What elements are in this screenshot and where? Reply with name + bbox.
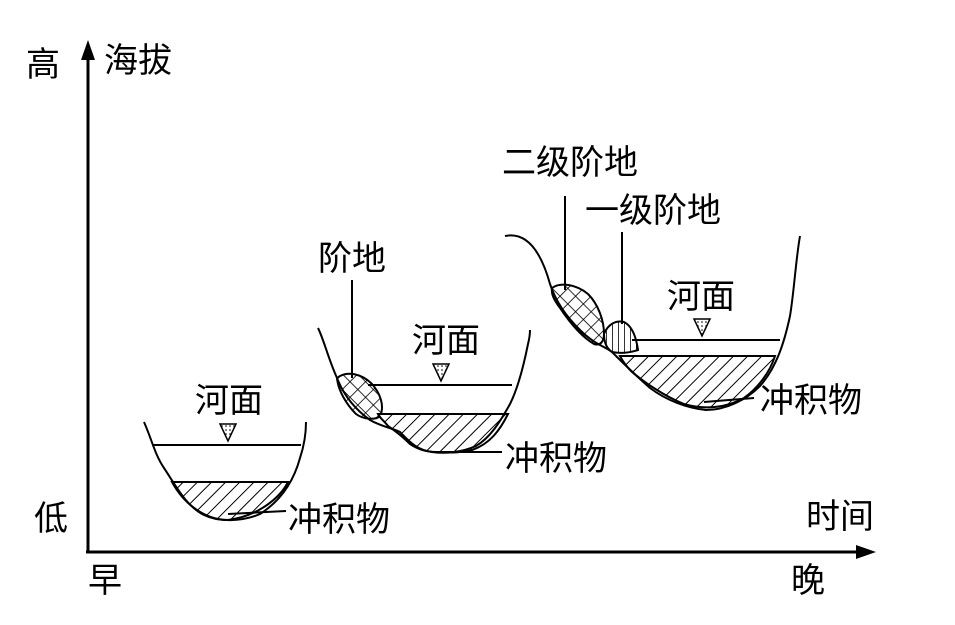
valley-stage-3: 二级阶地 一级阶地 河面 冲积物 (502, 143, 862, 421)
axis-labels: 高 海拔 低 时间 早 晚 (26, 41, 874, 601)
y-axis-low-label: 低 (34, 499, 68, 539)
y-axis-arrow (81, 40, 95, 60)
sediment-leader-3 (703, 397, 755, 403)
valley-profile-1 (143, 421, 307, 522)
terrace1-label-3: 一级阶地 (585, 191, 721, 231)
sediment-label-3: 冲积物 (760, 381, 862, 421)
x-axis-title: 时间 (806, 497, 874, 537)
valley-stage-1: 河面 冲积物 (143, 381, 390, 540)
sediment-leader-1 (227, 510, 287, 515)
sediment-label-2: 冲积物 (505, 439, 607, 479)
x-axis-arrow (856, 545, 876, 559)
valley-profile-2 (317, 327, 531, 454)
y-axis-title: 海拔 (104, 41, 172, 81)
valley-stage-2: 阶地 河面 冲积物 (317, 239, 607, 479)
terrace-deposit-3-upper (550, 283, 606, 346)
valley-profile-3 (504, 234, 801, 412)
x-axis-late-label: 晚 (791, 561, 825, 601)
water-surface-label-2: 河面 (412, 321, 480, 361)
y-axis-high-label: 高 (26, 45, 60, 85)
water-level-marker-2 (431, 363, 451, 383)
water-level-marker-1 (218, 423, 238, 443)
x-axis-early-label: 早 (88, 561, 122, 601)
water-surface-label-3: 河面 (667, 277, 735, 317)
axes (81, 40, 876, 559)
water-level-marker-3 (692, 318, 712, 338)
sediment-2 (376, 413, 510, 454)
terrace-deposit-3-lower (602, 320, 640, 354)
water-surface-label-1: 河面 (195, 381, 263, 421)
sediment-label-1: 冲积物 (288, 500, 390, 540)
terrace2-label-3: 二级阶地 (502, 143, 638, 183)
terrace-label-2: 阶地 (318, 239, 386, 279)
